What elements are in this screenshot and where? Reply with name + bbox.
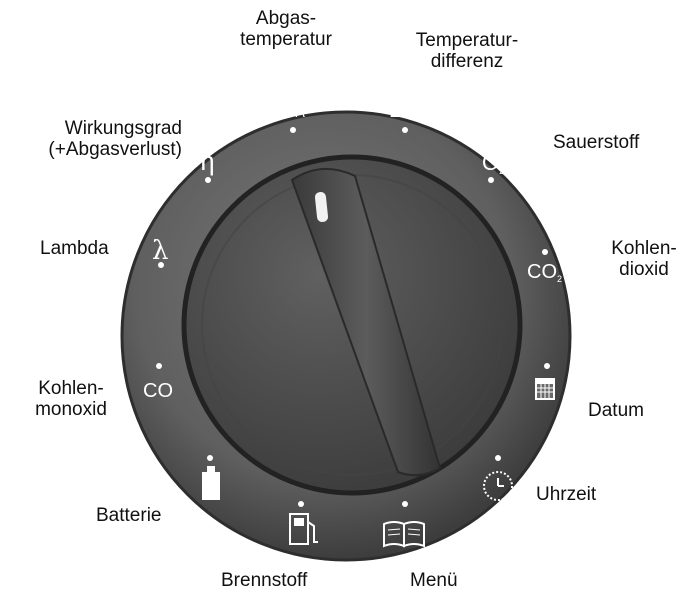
co2-icon: CO2 xyxy=(527,261,562,284)
label-datum: Datum xyxy=(588,400,644,421)
label-menu: Menü xyxy=(410,570,458,591)
label-uhrzeit: Uhrzeit xyxy=(536,484,596,505)
label-sauerstoff: Sauerstoff xyxy=(553,132,639,153)
co-icon: CO xyxy=(143,380,173,402)
thermometer-ta-icon: TA xyxy=(282,97,305,122)
label-kohlendioxid: Kohlen- dioxid xyxy=(600,238,688,280)
delta-t-icon: ΔT xyxy=(390,97,418,122)
lambda-icon: λ xyxy=(152,236,168,266)
label-abgastemperatur: Abgas- temperatur xyxy=(226,8,346,50)
calendar-icon xyxy=(535,378,555,400)
label-temperaturdifferenz: Temperatur- differenz xyxy=(392,30,542,72)
label-brennstoff: Brennstoff xyxy=(221,570,307,591)
o2-icon: O2 xyxy=(482,150,504,176)
label-lambda: Lambda xyxy=(40,238,109,259)
label-kohlenmonoxid: Kohlen- monoxid xyxy=(16,378,126,420)
eta-icon: η xyxy=(199,147,215,177)
label-wirkungsgrad: Wirkungsgrad (+Abgasverlust) xyxy=(0,118,182,160)
label-batterie: Batterie xyxy=(96,505,161,526)
